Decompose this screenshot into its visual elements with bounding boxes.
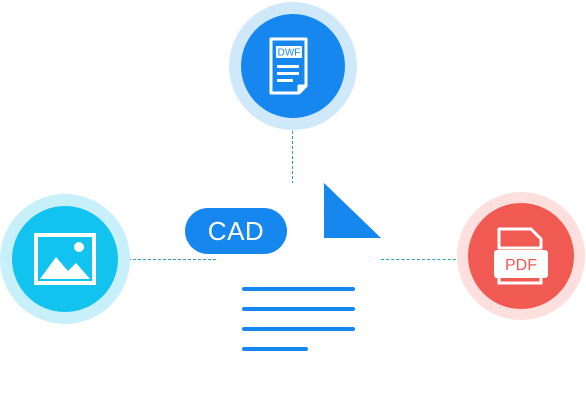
connector-right <box>381 259 461 260</box>
pdf-file-icon: PDF <box>494 227 548 285</box>
connector-top <box>292 116 293 184</box>
image-icon <box>34 233 96 285</box>
dwf-label: DWF <box>278 48 301 59</box>
pdf-node: PDF <box>468 203 574 309</box>
document-fold-icon <box>324 183 381 238</box>
pdf-label: PDF <box>505 257 537 274</box>
dwf-file-icon: DWF <box>269 37 308 95</box>
doc-line <box>242 327 355 331</box>
dwf-node: DWF <box>241 14 345 118</box>
doc-line <box>242 287 355 291</box>
doc-line <box>242 307 355 311</box>
image-node <box>12 206 118 312</box>
cad-badge: CAD <box>185 208 287 254</box>
doc-line <box>242 347 308 351</box>
connector-left <box>118 259 216 260</box>
